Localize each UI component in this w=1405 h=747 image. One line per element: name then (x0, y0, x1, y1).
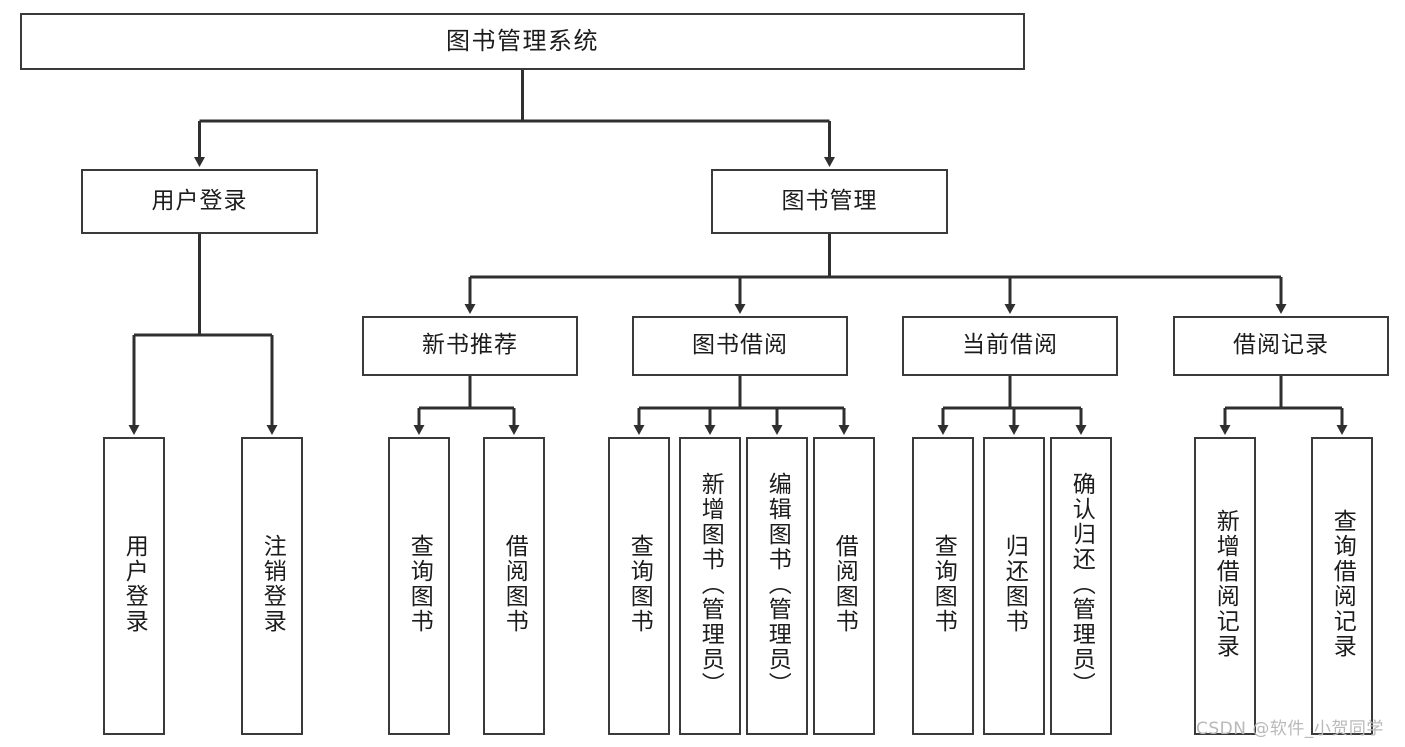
node-leaf-borrow-book-new[interactable]: 借阅图书 (483, 437, 545, 735)
node-user-login-label: 用户登录 (151, 187, 248, 214)
node-borrow-record[interactable]: 借阅记录 (1173, 316, 1389, 376)
node-leaf-query-borrow-record[interactable]: 查询借阅记录 (1311, 437, 1373, 735)
node-leaf-query-book-current[interactable]: 查询图书 (912, 437, 974, 735)
node-book-borrow-label: 图书借阅 (692, 332, 788, 359)
node-new-book-recommend-label: 新书推荐 (422, 332, 518, 359)
node-leaf-edit-book-admin-label: 编辑图书（管理员） (764, 471, 791, 697)
node-leaf-add-book-admin-label: 新增图书（管理员） (697, 471, 724, 697)
node-leaf-edit-book-admin[interactable]: 编辑图书（管理员） (746, 437, 808, 735)
node-leaf-borrow-book[interactable]: 借阅图书 (813, 437, 875, 735)
node-user-login[interactable]: 用户登录 (81, 169, 318, 234)
node-leaf-confirm-return-admin-label: 确认归还（管理员） (1068, 471, 1095, 697)
csdn-watermark: CSDN @软件_小贺同学 (1196, 719, 1384, 739)
node-book-borrow[interactable]: 图书借阅 (632, 316, 848, 376)
node-leaf-confirm-return-admin[interactable]: 确认归还（管理员） (1050, 437, 1112, 735)
node-borrow-record-label: 借阅记录 (1233, 332, 1329, 359)
node-root[interactable]: 图书管理系统 (20, 13, 1025, 70)
node-leaf-add-book-admin[interactable]: 新增图书（管理员） (679, 437, 741, 735)
node-book-management[interactable]: 图书管理 (711, 169, 948, 234)
node-current-borrow-label: 当前借阅 (962, 332, 1058, 359)
node-root-label: 图书管理系统 (446, 27, 599, 56)
node-leaf-return-book-label: 归还图书 (1001, 534, 1028, 634)
node-leaf-user-login[interactable]: 用户登录 (103, 437, 165, 735)
node-book-management-label: 图书管理 (781, 187, 878, 214)
node-leaf-query-book-new-label: 查询图书 (406, 534, 433, 634)
node-leaf-logout-login[interactable]: 注销登录 (241, 437, 303, 735)
node-leaf-add-borrow-record-label: 新增借阅记录 (1212, 509, 1239, 659)
node-leaf-add-borrow-record[interactable]: 新增借阅记录 (1194, 437, 1256, 735)
node-leaf-query-book-borrow-label: 查询图书 (626, 534, 653, 634)
node-leaf-query-book-current-label: 查询图书 (930, 534, 957, 634)
node-leaf-borrow-book-label: 借阅图书 (831, 534, 858, 634)
node-leaf-user-login-label: 用户登录 (121, 534, 148, 634)
node-leaf-query-borrow-record-label: 查询借阅记录 (1329, 509, 1356, 659)
node-leaf-query-book-borrow[interactable]: 查询图书 (608, 437, 670, 735)
node-leaf-query-book-new[interactable]: 查询图书 (388, 437, 450, 735)
node-new-book-recommend[interactable]: 新书推荐 (362, 316, 578, 376)
node-leaf-borrow-book-new-label: 借阅图书 (501, 534, 528, 634)
node-leaf-logout-login-label: 注销登录 (259, 534, 286, 634)
node-current-borrow[interactable]: 当前借阅 (902, 316, 1118, 376)
node-leaf-return-book[interactable]: 归还图书 (983, 437, 1045, 735)
